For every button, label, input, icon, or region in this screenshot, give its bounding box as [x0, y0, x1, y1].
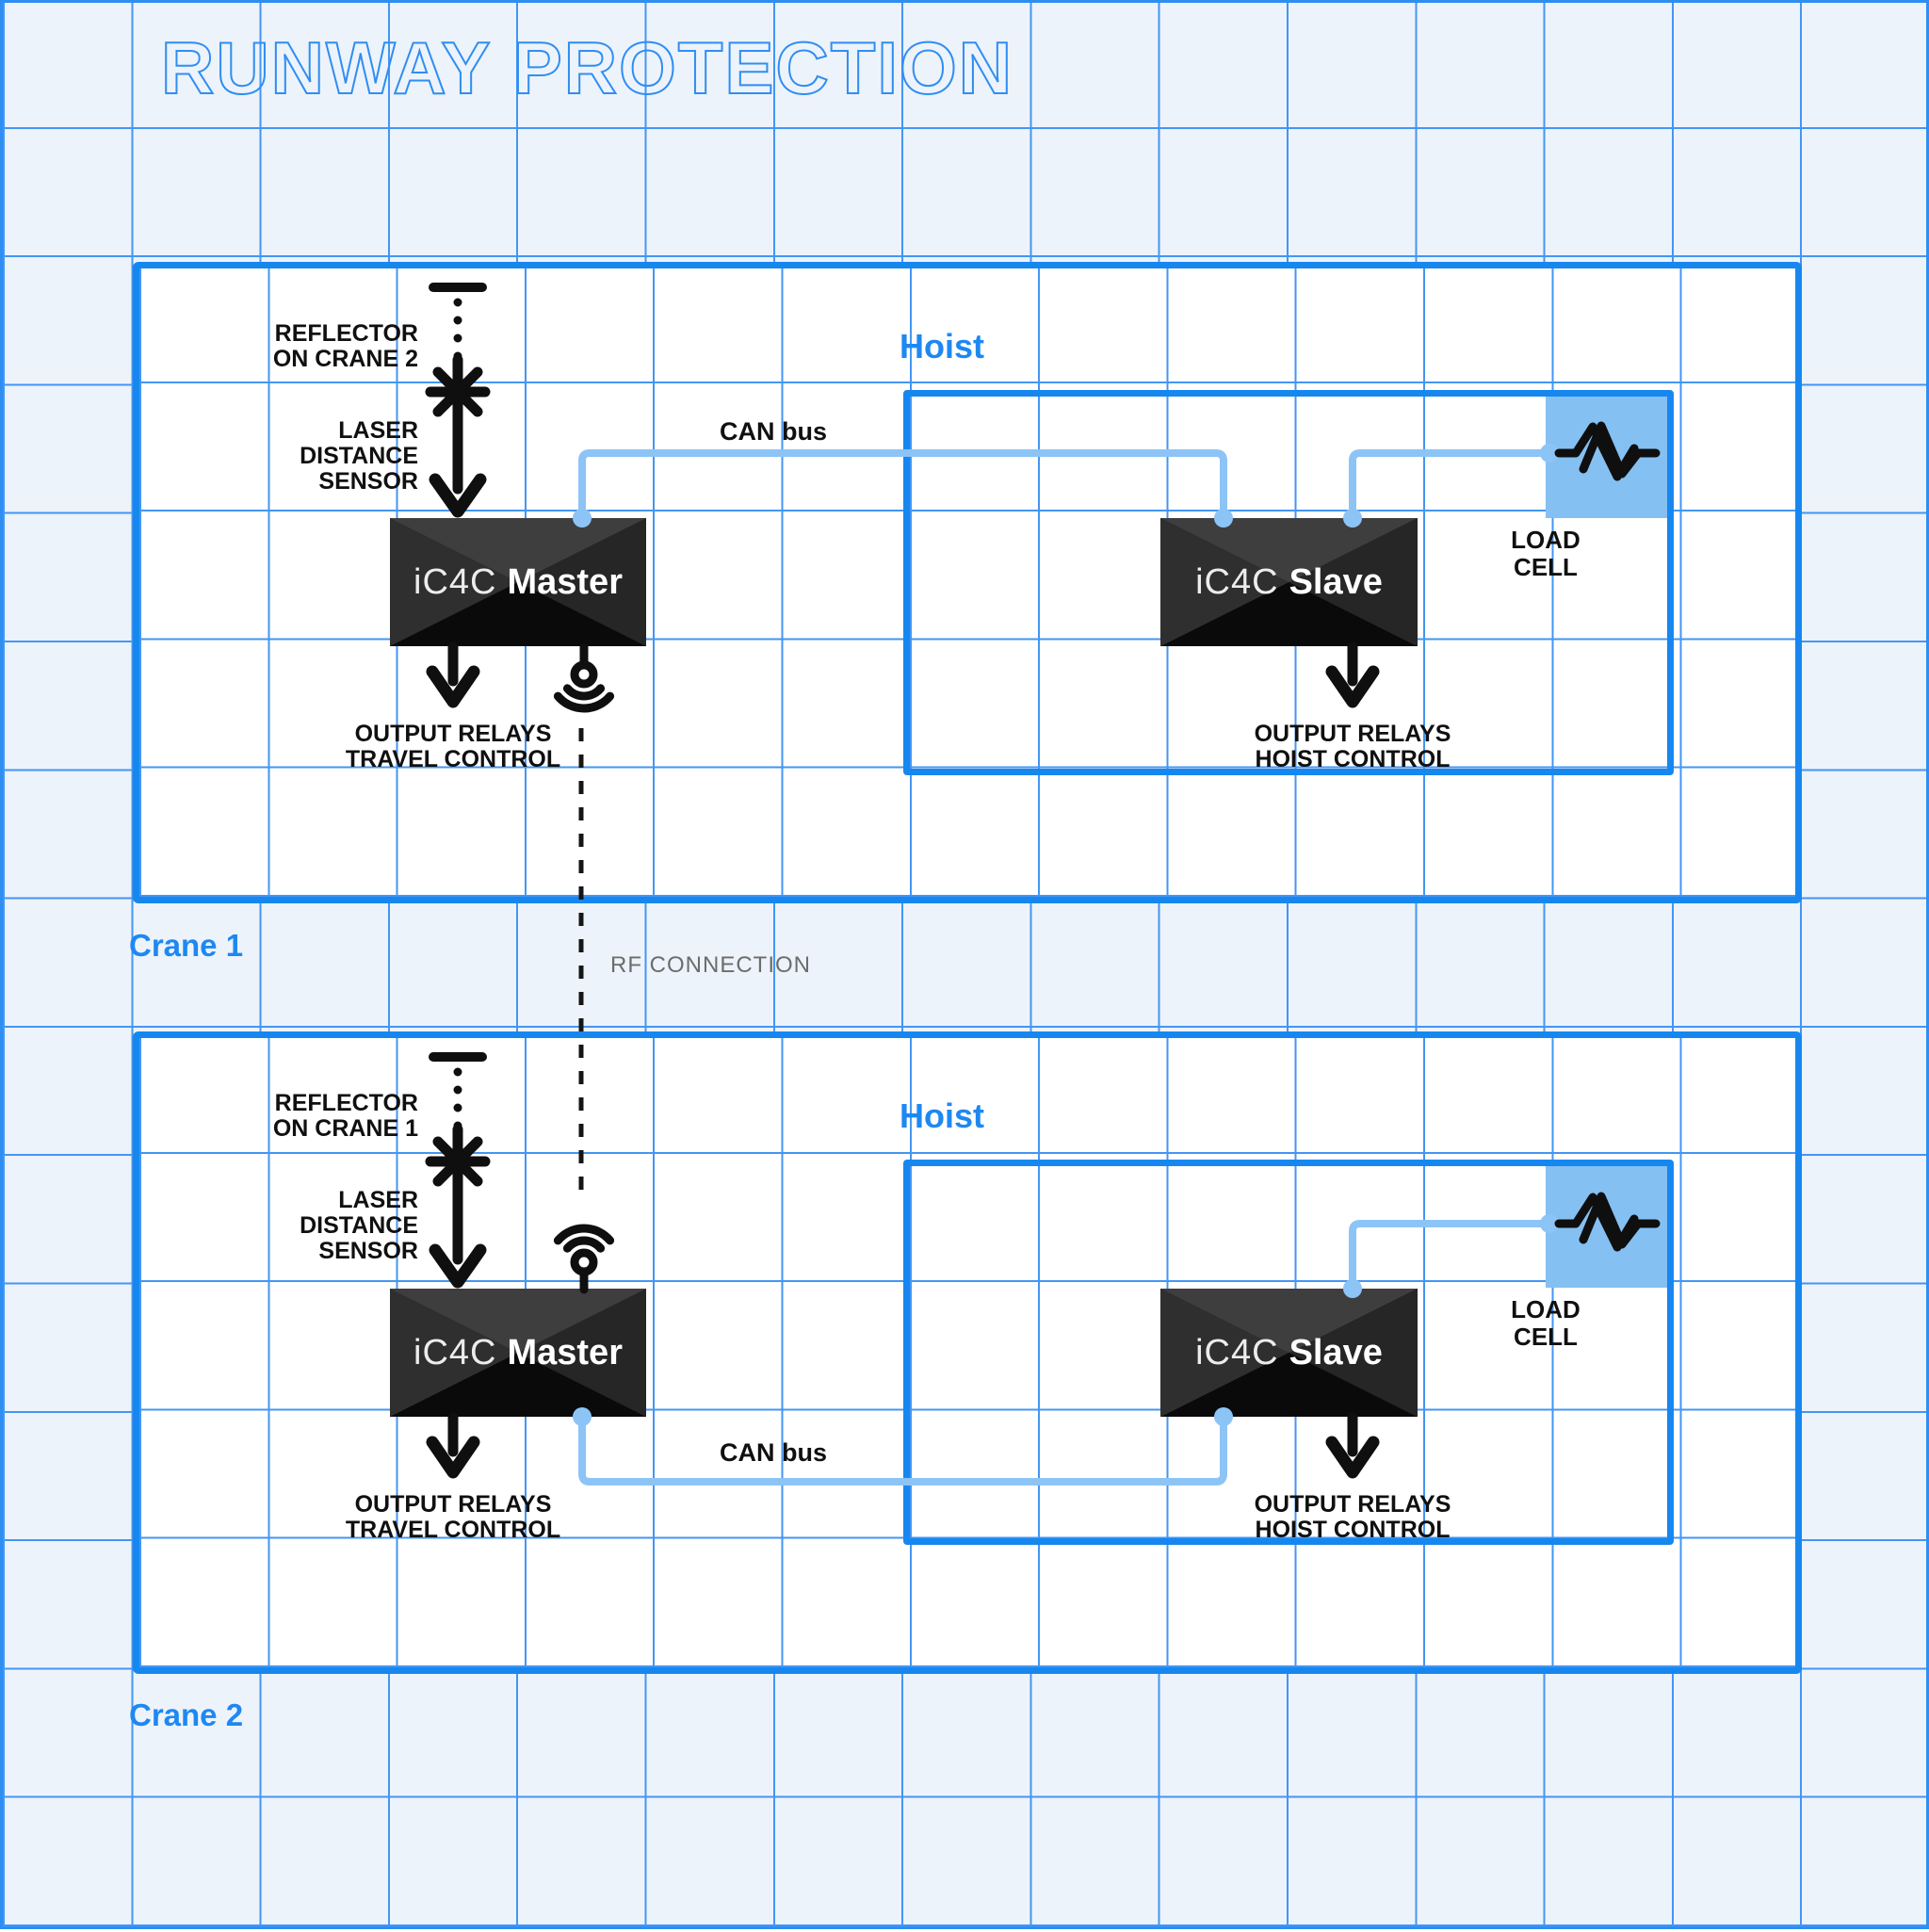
- crane-1-graphics: [425, 283, 1661, 713]
- reflector-2-label: REFLECTOR ON CRANE 1: [272, 1090, 418, 1142]
- diagram-connectors: [425, 283, 1661, 1486]
- load-cell-2-label: LOAD CELL: [1511, 1295, 1580, 1351]
- can-bus-2-label: CAN bus: [720, 1438, 827, 1467]
- hoist-2-label: Hoist: [900, 1096, 984, 1135]
- page-title: RUNWAY PROTECTION: [160, 25, 1014, 110]
- hoist-1-box: [903, 390, 1674, 775]
- laser-sensor-1-label: LASER DISTANCE SENSOR: [300, 417, 418, 495]
- load-cell-1-line: [1349, 449, 1553, 522]
- load-cell-zigzag-icon: [1554, 421, 1661, 481]
- load-cell-2-line: [1349, 1220, 1553, 1292]
- down-arrow-icon: [426, 665, 480, 708]
- crane-1-label: Crane 1: [129, 928, 244, 963]
- crane-2-label: Crane 2: [129, 1697, 244, 1732]
- rf-antenna-icon: [553, 1224, 615, 1294]
- hoist-2-box: [903, 1160, 1674, 1545]
- down-arrow-icon: [429, 1243, 487, 1289]
- reflector-bar-icon: [429, 1052, 487, 1062]
- can-bus-1-label: CAN bus: [720, 417, 827, 446]
- connector-dot: [573, 1407, 592, 1426]
- down-arrow-icon: [429, 473, 487, 518]
- hoist-1-label: Hoist: [900, 327, 984, 365]
- rf-connection-label: RF CONNECTION: [610, 952, 811, 978]
- crane-2-graphics: [425, 1052, 1661, 1486]
- laser-star-icon: [425, 354, 491, 430]
- can-bus-1-line: [578, 449, 1227, 522]
- master-1-output-label: OUTPUT RELAYS TRAVEL CONTROL: [345, 721, 561, 772]
- reflector-bar-icon: [429, 283, 487, 292]
- connector-dot: [1343, 509, 1362, 528]
- down-arrow-icon: [1325, 1436, 1380, 1479]
- connector-dot: [1214, 509, 1233, 528]
- down-arrow-icon: [426, 1436, 480, 1479]
- load-cell-zigzag-icon: [1554, 1192, 1661, 1252]
- rf-antenna-icon: [553, 642, 615, 713]
- laser-sensor-2-label: LASER DISTANCE SENSOR: [300, 1187, 418, 1264]
- connector-dot: [1214, 1407, 1233, 1426]
- down-arrow-icon: [1325, 665, 1380, 708]
- connector-dot: [1343, 1279, 1362, 1298]
- master-2-output-label: OUTPUT RELAYS TRAVEL CONTROL: [345, 1491, 561, 1543]
- slave-1-output-label: OUTPUT RELAYS HOIST CONTROL: [1254, 721, 1451, 772]
- connector-dot: [1540, 1214, 1559, 1233]
- connector-dot: [1540, 444, 1559, 463]
- reflector-1-label: REFLECTOR ON CRANE 2: [272, 320, 418, 372]
- connector-dot: [573, 509, 592, 528]
- slave-2-output-label: OUTPUT RELAYS HOIST CONTROL: [1254, 1491, 1451, 1543]
- load-cell-1-label: LOAD CELL: [1511, 526, 1580, 581]
- can-bus-2-line: [578, 1413, 1227, 1486]
